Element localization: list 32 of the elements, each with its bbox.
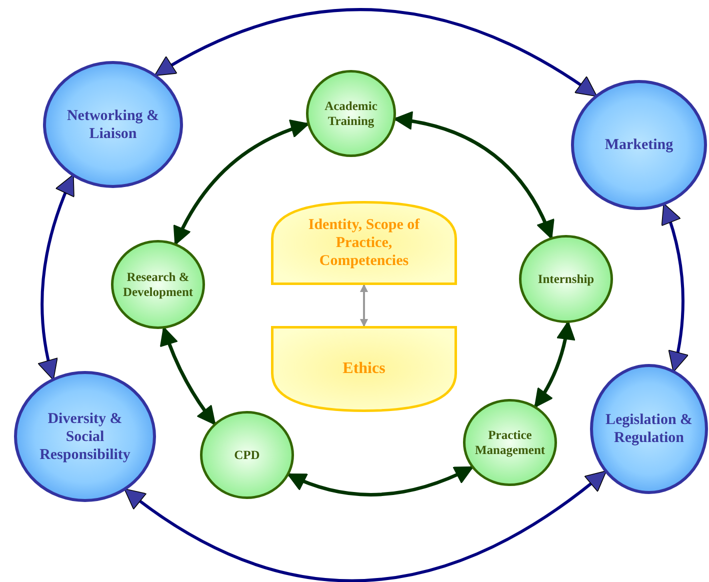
node-label: CPD: [234, 448, 260, 462]
double-arrow: [160, 326, 216, 426]
node-label: Internship: [538, 272, 594, 286]
node-label: Ethics: [342, 359, 386, 379]
double-arrow: [660, 203, 688, 372]
double-arrow: [174, 120, 310, 246]
node-label: Identity, Scope of Practice, Competencies: [307, 216, 421, 270]
node-label: Networking & Liaison: [66, 106, 160, 142]
ellipse-node: [590, 364, 708, 494]
node-label: Academic Training: [324, 98, 378, 128]
double-arrow: [360, 284, 368, 327]
circle-node: [463, 399, 557, 486]
node-label: Diversity & Social Responsibility: [38, 410, 132, 464]
circle-node: [306, 70, 396, 157]
circle-node: [519, 235, 613, 323]
double-arrow: [394, 112, 554, 240]
node-label: Practice Management: [474, 428, 546, 458]
node-label: Legislation & Regulation: [604, 411, 694, 447]
node-label: Research & Development: [122, 270, 194, 300]
ellipse-node: [43, 61, 183, 188]
double-arrow: [38, 174, 75, 380]
node-label: Marketing: [604, 136, 674, 154]
circle-node: [111, 240, 205, 329]
ellipse-node: [14, 371, 156, 502]
circle-node: [200, 411, 294, 499]
double-arrow: [534, 320, 575, 408]
double-arrow: [154, 8, 598, 97]
rounded-bottom-box: [271, 326, 457, 412]
ellipse-node: [571, 80, 707, 210]
double-arrow: [287, 466, 474, 496]
rounded-top-box: [271, 201, 457, 285]
double-arrow: [124, 470, 607, 582]
